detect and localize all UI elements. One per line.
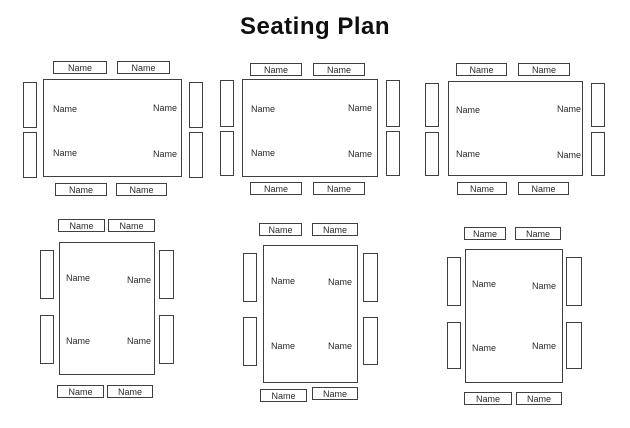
inside-seat-label: Name xyxy=(53,104,78,114)
top-seat-card: Name xyxy=(464,227,506,240)
chair-rect xyxy=(591,83,605,127)
bottom-seat-card: Name xyxy=(260,389,307,402)
inside-seat-label: Name xyxy=(531,281,556,291)
bottom-seat-card: Name xyxy=(464,392,512,405)
table-rect: Name Name Name Name xyxy=(263,245,358,383)
inside-seat-label: Name xyxy=(251,148,276,158)
top-seat-card: Name xyxy=(250,63,302,76)
chair-rect xyxy=(363,317,378,365)
table-rect: Name Name Name Name xyxy=(448,81,583,176)
chair-rect xyxy=(23,82,37,128)
inside-seat-label: Name xyxy=(456,149,481,159)
chair-rect xyxy=(447,257,461,306)
top-seat-card: Name xyxy=(313,63,365,76)
chair-rect xyxy=(243,317,257,366)
chair-rect xyxy=(566,322,582,369)
inside-seat-label: Name xyxy=(472,279,497,289)
bottom-seat-card: Name xyxy=(107,385,153,398)
top-seat-card: Name xyxy=(58,219,105,232)
bottom-seat-card: Name xyxy=(518,182,569,195)
chair-rect xyxy=(386,80,400,127)
inside-seat-label: Name xyxy=(556,150,581,160)
chair-rect xyxy=(363,253,378,302)
inside-seat-label: Name xyxy=(152,149,177,159)
top-seat-card: Name xyxy=(108,219,155,232)
top-seat-card: Name xyxy=(53,61,107,74)
inside-seat-label: Name xyxy=(271,341,296,351)
bottom-seat-card: Name xyxy=(312,387,358,400)
page-title: Seating Plan xyxy=(239,13,391,40)
inside-seat-label: Name xyxy=(347,103,372,113)
chair-rect xyxy=(40,315,54,364)
chair-rect xyxy=(220,131,234,176)
chair-rect xyxy=(425,83,439,127)
table-rect: Name Name Name Name xyxy=(465,249,563,383)
inside-seat-label: Name xyxy=(271,276,296,286)
top-seat-card: Name xyxy=(259,223,302,236)
top-seat-card: Name xyxy=(312,223,358,236)
top-seat-card: Name xyxy=(518,63,570,76)
bottom-seat-card: Name xyxy=(516,392,562,405)
top-seat-card: Name xyxy=(117,61,170,74)
chair-rect xyxy=(566,257,582,306)
inside-seat-label: Name xyxy=(126,275,151,285)
inside-seat-label: Name xyxy=(152,103,177,113)
table-rect: Name Name Name Name xyxy=(43,79,182,177)
inside-seat-label: Name xyxy=(347,149,372,159)
inside-seat-label: Name xyxy=(327,277,352,287)
chair-rect xyxy=(159,315,174,364)
bottom-seat-card: Name xyxy=(457,182,507,195)
chair-rect xyxy=(40,250,54,299)
table-rect: Name Name Name Name xyxy=(242,79,378,177)
inside-seat-label: Name xyxy=(53,148,78,158)
inside-seat-label: Name xyxy=(66,336,91,346)
inside-seat-label: Name xyxy=(531,341,556,351)
chair-rect xyxy=(189,82,203,128)
bottom-seat-card: Name xyxy=(116,183,167,196)
chair-rect xyxy=(386,131,400,176)
chair-rect xyxy=(159,250,174,299)
bottom-seat-card: Name xyxy=(313,182,365,195)
chair-rect xyxy=(591,132,605,176)
inside-seat-label: Name xyxy=(327,341,352,351)
inside-seat-label: Name xyxy=(126,336,151,346)
inside-seat-label: Name xyxy=(251,104,276,114)
chair-rect xyxy=(220,80,234,127)
top-seat-card: Name xyxy=(515,227,561,240)
bottom-seat-card: Name xyxy=(250,182,302,195)
top-seat-card: Name xyxy=(456,63,507,76)
inside-seat-label: Name xyxy=(456,105,481,115)
table-rect: Name Name Name Name xyxy=(59,242,155,375)
inside-seat-label: Name xyxy=(472,343,497,353)
chair-rect xyxy=(425,132,439,176)
chair-rect xyxy=(23,132,37,178)
inside-seat-label: Name xyxy=(556,104,581,114)
chair-rect xyxy=(189,132,203,178)
chair-rect xyxy=(243,253,257,302)
bottom-seat-card: Name xyxy=(57,385,104,398)
bottom-seat-card: Name xyxy=(55,183,107,196)
chair-rect xyxy=(447,322,461,369)
inside-seat-label: Name xyxy=(66,273,91,283)
